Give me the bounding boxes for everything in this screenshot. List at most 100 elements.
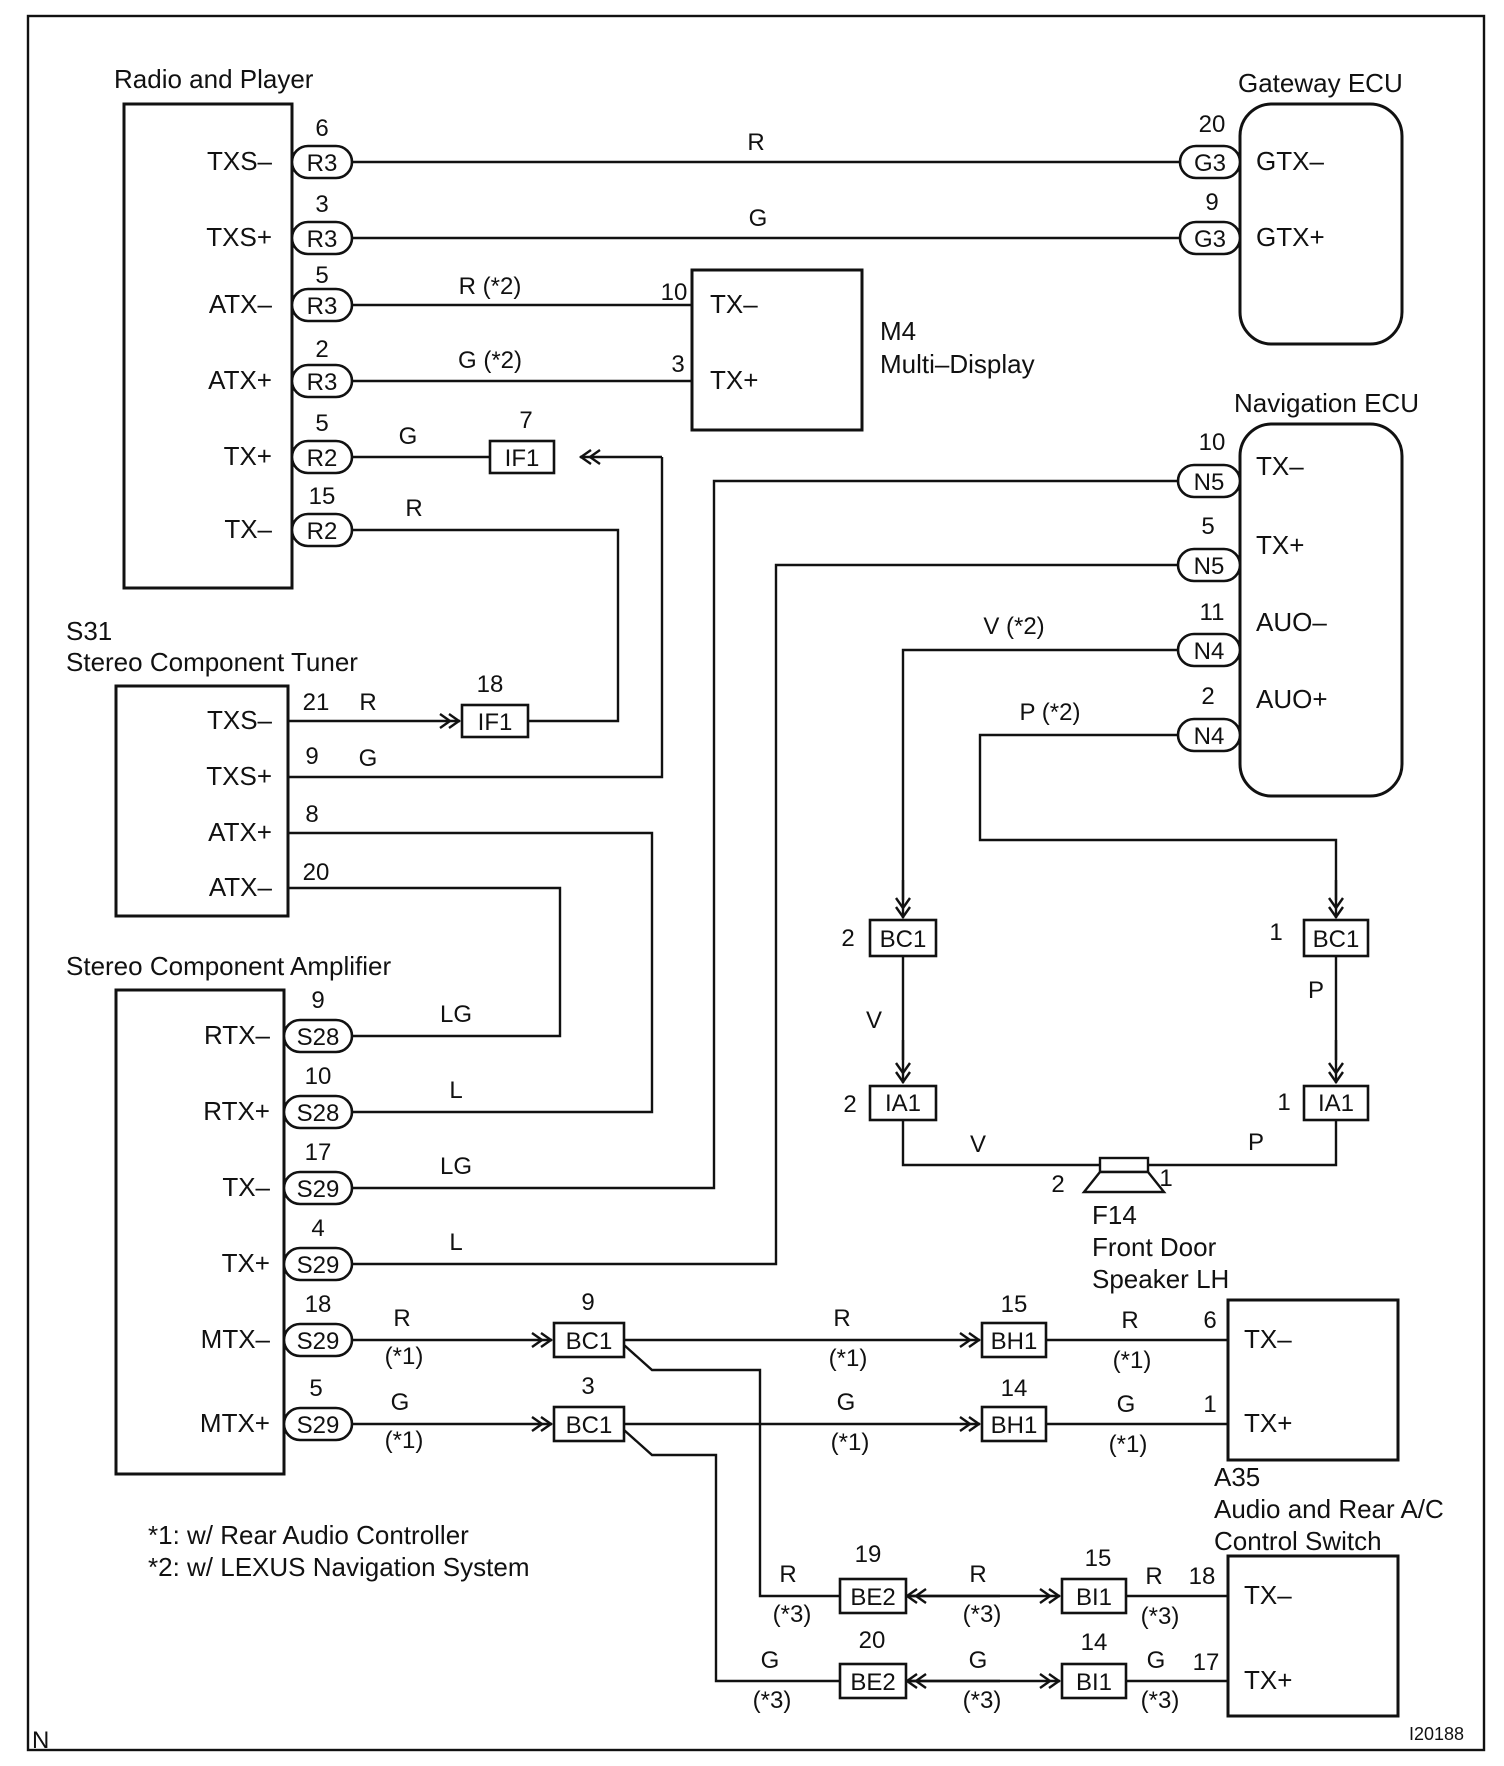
conn-be2-b: BE2 (850, 1669, 895, 1696)
pin-num: 18 (1189, 1563, 1216, 1590)
pin-num: 1 (1203, 1391, 1216, 1418)
conn-n5-a: N5 (1194, 469, 1225, 496)
wire-color: R (833, 1305, 850, 1332)
wire-color: V (866, 1007, 882, 1034)
pin-num: 8 (305, 801, 318, 828)
wire-color: R (393, 1305, 410, 1332)
speaker-line2: Speaker LH (1092, 1264, 1229, 1294)
pin-num: 9 (311, 987, 324, 1014)
tuner-pin-atx-minus: ATX– (209, 872, 273, 902)
wire-note: (*3) (1141, 1603, 1180, 1630)
conn-r3-c: R3 (307, 293, 338, 320)
conn-s29-b: S29 (297, 1252, 340, 1279)
tuner-title: Stereo Component Tuner (66, 647, 358, 677)
wire-color: G (969, 1647, 988, 1674)
amp-pin-tx-plus: TX+ (222, 1248, 270, 1278)
pin-num: 15 (309, 483, 336, 510)
nav-title: Navigation ECU (1234, 388, 1419, 418)
pin-num: 6 (1203, 1307, 1216, 1334)
m4-pin-tx-minus: TX– (710, 289, 758, 319)
pin-num: 3 (581, 1373, 594, 1400)
pin-num: 9 (305, 743, 318, 770)
wire-color: G (749, 205, 768, 232)
pin-num: 14 (1001, 1375, 1028, 1402)
radio-player-box (122, 102, 294, 590)
wire-note: (*1) (385, 1343, 424, 1370)
tuner-pin-txs-plus: TXS+ (206, 761, 272, 791)
radio-pin-tx-plus: TX+ (224, 441, 272, 471)
pin-num: 1 (1159, 1165, 1172, 1192)
conn-bc1-v: BC1 (880, 926, 927, 953)
conn-ia1-p: IA1 (1318, 1090, 1354, 1117)
pin-num: 17 (1193, 1649, 1220, 1676)
radio-pin-txs-minus: TXS– (207, 146, 273, 176)
pin-num: 2 (1051, 1171, 1064, 1198)
wire-note: (*1) (831, 1429, 870, 1456)
wire-color: G (1147, 1647, 1166, 1674)
wire-note: (*3) (963, 1687, 1002, 1714)
pin-num: 17 (305, 1139, 332, 1166)
a35-line2: Control Switch (1214, 1526, 1382, 1556)
wire-color: L (449, 1229, 462, 1256)
pin-num: 15 (1001, 1291, 1028, 1318)
conn-bc1-mtx-minus: BC1 (566, 1328, 613, 1355)
pin-num: 2 (315, 336, 328, 363)
conn-if1-a: IF1 (505, 445, 540, 472)
conn-s29-c: S29 (297, 1328, 340, 1355)
pin-num: 5 (315, 410, 328, 437)
m4-pin-tx-plus: TX+ (710, 365, 758, 395)
gateway-pin-gtx-minus: GTX– (1256, 146, 1324, 176)
pin-num: 7 (519, 407, 532, 434)
radio-title: Radio and Player (114, 64, 314, 94)
pin-num: 14 (1081, 1629, 1108, 1656)
tuner-pin-txs-minus: TXS– (207, 705, 273, 735)
pin-num: 9 (581, 1289, 594, 1316)
pin-num: 10 (661, 279, 688, 306)
amp-pin-mtx-plus: MTX+ (200, 1408, 270, 1438)
conn-bc1-mtx-plus: BC1 (566, 1412, 613, 1439)
conn-g3-b: G3 (1194, 226, 1226, 253)
wire-color: LG (440, 1153, 472, 1180)
wire-color: G (761, 1647, 780, 1674)
gateway-pin-gtx-plus: GTX+ (1256, 222, 1325, 252)
conn-n4-b: N4 (1194, 723, 1225, 750)
nav-pin-tx-minus: TX– (1256, 451, 1304, 481)
wire-color: G (*2) (458, 347, 522, 374)
pin-num: 9 (1205, 189, 1218, 216)
pin-num: 5 (309, 1375, 322, 1402)
gateway-title: Gateway ECU (1238, 68, 1403, 98)
pin-num: 18 (305, 1291, 332, 1318)
wire-note: (*1) (829, 1345, 868, 1372)
wire-note: (*1) (1113, 1347, 1152, 1374)
pin-num: 3 (671, 351, 684, 378)
conn-s29-a: S29 (297, 1176, 340, 1203)
wires (288, 160, 1344, 1689)
conn-be2-a: BE2 (850, 1584, 895, 1611)
lower-switch-box (1226, 1554, 1400, 1718)
wire-note: (*1) (1109, 1431, 1148, 1458)
wire-color: G (391, 1389, 410, 1416)
stereo-amplifier-box (114, 988, 286, 1476)
conn-bi1-b: BI1 (1076, 1669, 1112, 1696)
pin-num: 2 (841, 925, 854, 952)
conn-n4-a: N4 (1194, 638, 1225, 665)
radio-pin-tx-minus: TX– (224, 514, 272, 544)
conn-bi1-a: BI1 (1076, 1584, 1112, 1611)
pin-num: 5 (1201, 513, 1214, 540)
wire-color: V (970, 1131, 986, 1158)
note-2: *2: w/ LEXUS Navigation System (148, 1552, 530, 1582)
pin-num: 1 (1269, 919, 1282, 946)
navigation-ecu-box (1238, 422, 1404, 798)
lower-sw-pin-tx-minus: TX– (1244, 1580, 1292, 1610)
amp-title: Stereo Component Amplifier (66, 951, 392, 981)
wire-color: R (1121, 1307, 1138, 1334)
stereo-tuner-box (114, 684, 290, 918)
pin-num: 4 (311, 1215, 324, 1242)
wire-color: G (1117, 1391, 1136, 1418)
amp-pin-rtx-plus: RTX+ (203, 1096, 270, 1126)
a35-code: A35 (1214, 1462, 1260, 1492)
conn-r3-b: R3 (307, 226, 338, 253)
wire-color: L (449, 1077, 462, 1104)
rect-connectors (460, 439, 1370, 1700)
note-1: *1: w/ Rear Audio Controller (148, 1520, 469, 1550)
